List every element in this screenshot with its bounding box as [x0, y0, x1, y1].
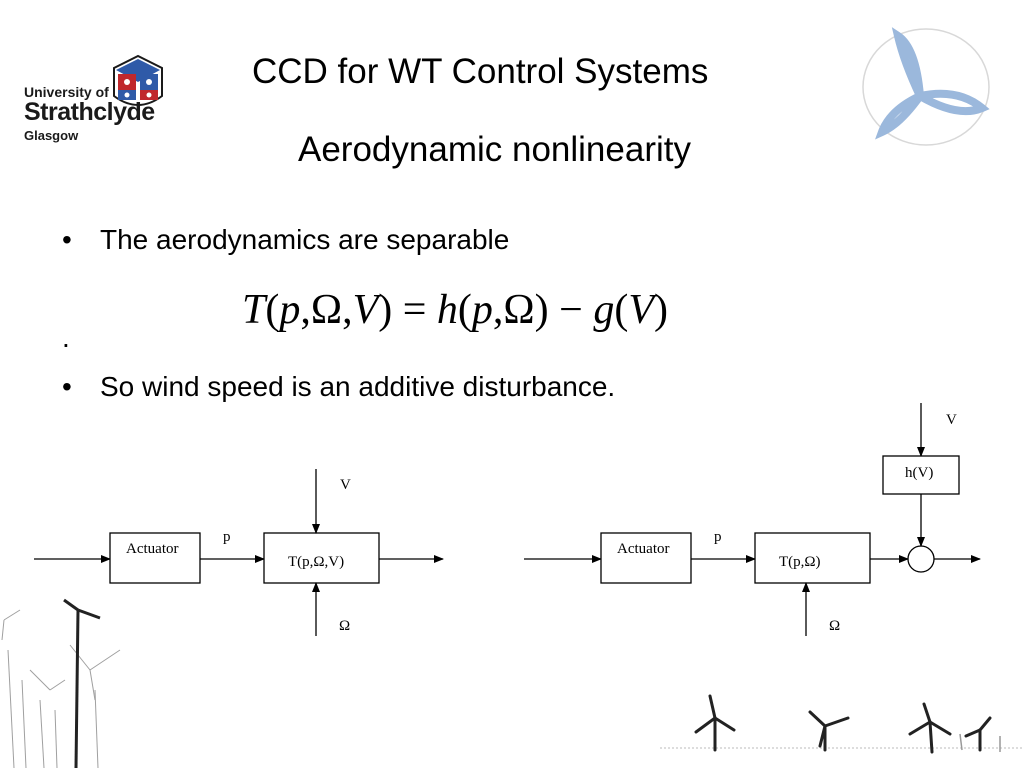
right-T-label: T(p,Ω) [779, 554, 821, 570]
left-T-box [263, 532, 380, 584]
bullet-marker-2: • [62, 371, 72, 402]
slide-title: CCD for WT Control Systems [252, 52, 709, 91]
bullet-marker-1: • [62, 224, 72, 255]
right-T-box [754, 532, 871, 584]
left-T-label: T(p,Ω,V) [288, 554, 345, 570]
right-p-label: p [714, 529, 722, 545]
crest-icon [113, 54, 163, 106]
left-p-label: p [223, 529, 231, 545]
logo-line-1: University of [24, 84, 109, 100]
h-block-label: h(V) [905, 465, 934, 481]
logo-line-2: Strathclyde [24, 98, 155, 126]
left-V-label: V [340, 477, 351, 493]
left-omega-label: Ω [339, 618, 351, 634]
wind-farm-right-image [660, 694, 1024, 754]
aero-equation: T(p,Ω,V) = h(p,Ω) − g(V) [242, 287, 668, 333]
bullet-text-1: The aerodynamics are separable [100, 224, 510, 255]
left-actuator-label: Actuator [126, 541, 179, 557]
right-actuator-box [600, 532, 692, 584]
turbine-logo-icon [862, 27, 990, 146]
bullet-text-2: So wind speed is an additive disturbance… [100, 371, 616, 402]
right-V-label: V [946, 412, 957, 428]
logo-line-3: Glasgow [24, 128, 79, 143]
right-actuator-label: Actuator [617, 541, 670, 557]
stray-dot: . [62, 322, 70, 353]
wind-farm-left-image [1, 598, 121, 768]
left-actuator-box [109, 532, 201, 584]
right-omega-label: Ω [829, 618, 841, 634]
summing-junction [907, 545, 935, 573]
slide-subtitle: Aerodynamic nonlinearity [298, 130, 691, 169]
